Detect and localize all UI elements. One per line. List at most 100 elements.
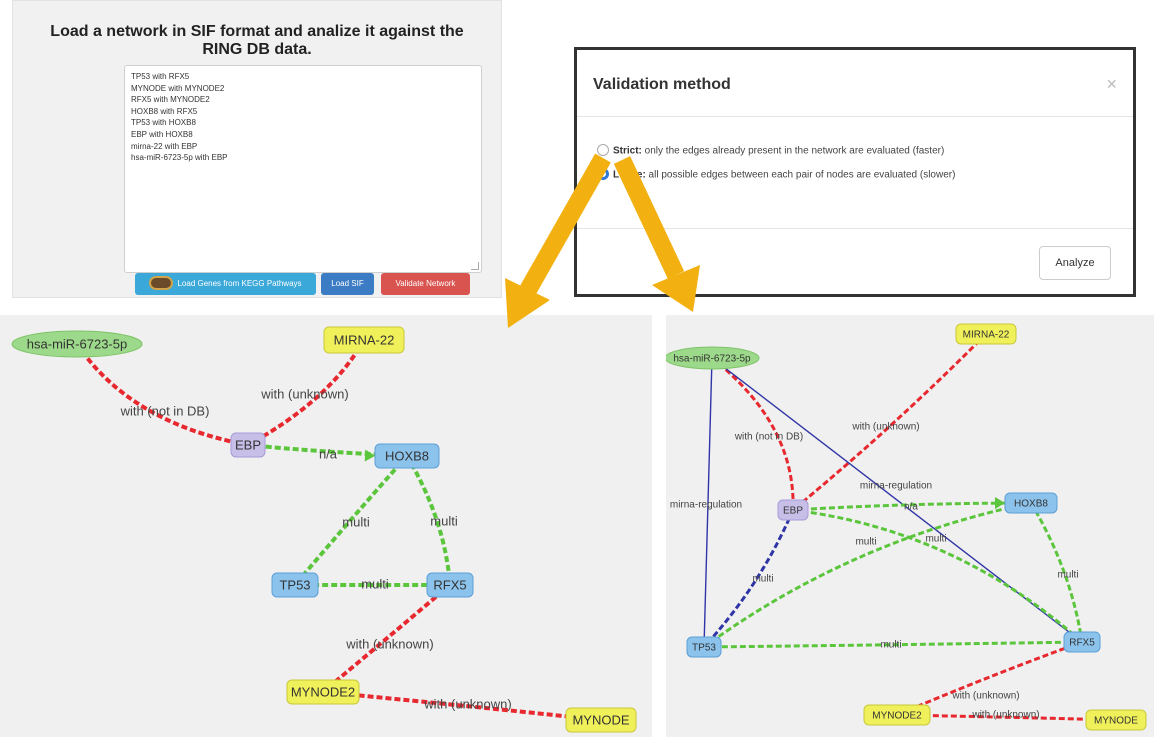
node-rfx5[interactable]: RFX5 — [1063, 631, 1101, 653]
node-label: TP53 — [692, 643, 716, 654]
network-edge[interactable] — [702, 509, 795, 649]
close-icon[interactable]: × — [1106, 74, 1117, 94]
edge-label: multi — [361, 576, 389, 591]
node-mynode[interactable]: MYNODE — [565, 707, 637, 733]
strict-radio[interactable] — [597, 144, 609, 156]
node-mynode[interactable]: MYNODE — [1085, 709, 1147, 731]
network-edge[interactable] — [1029, 502, 1084, 643]
loose-network-canvas[interactable]: with (not in DB) with (unknown) mirna-regu… — [666, 315, 1154, 737]
edge-label: multi — [1057, 570, 1078, 581]
loose-option[interactable]: Loose: all possible edges between each p… — [597, 168, 955, 181]
node-label: EBP — [235, 437, 261, 452]
node-rfx5[interactable]: RFX5 — [426, 572, 474, 598]
loader-title-line-1: Load a network in SIF format and analize… — [50, 23, 464, 40]
network-edge[interactable] — [322, 690, 602, 722]
network-edge[interactable] — [792, 332, 988, 512]
network-edge[interactable] — [703, 640, 1083, 649]
strict-option-label: Strict: — [613, 145, 642, 157]
network-edge[interactable] — [405, 454, 452, 586]
edge-label: with (unknown) — [951, 691, 1019, 702]
strict-option[interactable]: Strict: only the edges already present i… — [597, 144, 945, 157]
node-shape — [374, 443, 440, 469]
sif-line: MYNODE with MYNODE2 — [131, 83, 225, 93]
loose-option-label: Loose: — [613, 169, 646, 181]
loader-title-line-2: RING DB data. — [202, 41, 312, 58]
loose-radio[interactable] — [597, 168, 609, 180]
node-label: MYNODE2 — [872, 711, 922, 722]
load-kegg-genes-label: Load Genes from KEGG Pathways — [177, 279, 302, 288]
node-mir[interactable]: hsa-miR-6723-5p — [666, 346, 760, 370]
edge-arrowhead-icon — [364, 449, 376, 462]
node-label: hsa-miR-6723-5p — [673, 354, 751, 365]
sif-line: TP53 with HOXB8 — [131, 118, 196, 128]
load-kegg-genes-button[interactable]: Load Genes from KEGG Pathways — [135, 273, 316, 295]
sif-line: RFX5 with MYNODE2 — [131, 95, 210, 105]
sif-line: mirna-22 with EBP — [131, 141, 198, 151]
edge-label: mirna-regulation — [670, 500, 742, 511]
node-shape — [230, 432, 266, 458]
node-label: TP53 — [279, 577, 310, 592]
node-shape — [565, 707, 637, 733]
node-mynode2[interactable]: MYNODE2 — [863, 704, 931, 726]
network-edge[interactable] — [792, 508, 1083, 644]
node-shape — [666, 346, 760, 370]
resize-handle-icon[interactable] — [471, 262, 479, 270]
node-mir[interactable]: hsa-miR-6723-5p — [11, 330, 143, 358]
validation-method-dialog: Validation method × Strict: only the edg… — [574, 47, 1136, 297]
loose-network-graph[interactable]: with (not in DB) with (unknown) mirna-regu… — [666, 315, 1154, 737]
node-shape — [955, 323, 1017, 345]
edge-label-layer: with (not in DB) with (unknown) mirna-regu… — [670, 422, 1079, 721]
node-shape — [1063, 631, 1101, 653]
node-label: HOXB8 — [1014, 499, 1048, 510]
sif-line: TP53 with RFX5 — [131, 72, 190, 81]
dialog-header-divider — [577, 116, 1133, 117]
sif-line: EBP with HOXB8 — [131, 129, 193, 139]
dialog-title: Validation method — [593, 76, 731, 93]
load-sif-button[interactable]: Load SIF — [321, 273, 374, 295]
network-edge[interactable] — [703, 357, 713, 648]
network-edge[interactable] — [896, 640, 1083, 717]
edge-label: multi — [430, 513, 458, 528]
loader-title: Load a network in SIF format and analize… — [13, 23, 501, 59]
edge-label: with (unknown) — [851, 422, 919, 433]
node-hoxb8[interactable]: HOXB8 — [1004, 492, 1058, 514]
node-label: EBP — [783, 506, 803, 517]
node-shape — [1085, 709, 1147, 731]
edge-label: with (not in DB) — [734, 432, 803, 443]
network-edge[interactable] — [293, 454, 409, 587]
edge-label: mirna-regulation — [860, 481, 932, 492]
network-edge[interactable] — [75, 342, 249, 447]
node-label: HOXB8 — [385, 448, 429, 463]
analyze-button[interactable]: Analyze — [1039, 246, 1111, 280]
network-edge[interactable] — [247, 339, 366, 447]
network-edge[interactable] — [703, 501, 1032, 649]
node-mynode2[interactable]: MYNODE2 — [286, 679, 360, 705]
strict-option-description: only the edges already present in the ne… — [641, 145, 945, 157]
edge-label: n/a — [904, 502, 918, 513]
node-shape — [11, 330, 143, 358]
validate-network-button[interactable]: Validate Network — [381, 273, 470, 295]
node-ebp[interactable]: EBP — [230, 432, 266, 458]
node-label: RFX5 — [1069, 638, 1095, 649]
node-tp53[interactable]: TP53 — [271, 572, 319, 598]
kegg-logo-icon — [149, 275, 174, 290]
node-mirna22[interactable]: MIRNA-22 — [323, 326, 405, 354]
node-label: hsa-miR-6723-5p — [27, 336, 127, 351]
node-ebp[interactable]: EBP — [777, 499, 809, 521]
node-shape — [863, 704, 931, 726]
sif-input-textarea[interactable]: TP53 with RFX5 MYNODE with MYNODE2 RFX5 … — [124, 65, 482, 273]
sif-loader-panel: Load a network in SIF format and analize… — [12, 0, 502, 298]
node-shape — [271, 572, 319, 598]
sif-line: HOXB8 with RFX5 — [131, 106, 198, 116]
node-mirna22[interactable]: MIRNA-22 — [955, 323, 1017, 345]
edge-label: multi — [342, 514, 370, 529]
node-tp53[interactable]: TP53 — [686, 636, 722, 658]
node-hoxb8[interactable]: HOXB8 — [374, 443, 440, 469]
node-label: MIRNA-22 — [334, 332, 395, 347]
network-edge[interactable] — [711, 356, 795, 511]
node-shape — [323, 326, 405, 354]
node-label: MYNODE — [1094, 716, 1138, 727]
